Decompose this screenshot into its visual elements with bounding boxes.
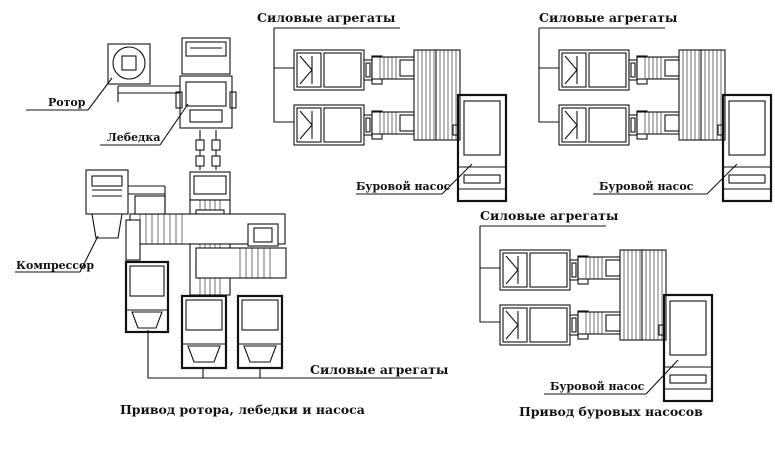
left-power-unit-3: [236, 294, 284, 370]
pump-scheme-2: Силовые агрегаты Буровой насос: [538, 10, 773, 203]
pump-scheme-1: Силовые агрегаты Буровой насос: [257, 10, 508, 203]
rotor-label: Ротор: [48, 96, 86, 109]
pump1-label: Буровой насос: [356, 180, 451, 193]
right-caption: Привод буровых насосов: [519, 404, 703, 419]
left-power-unit-2: [180, 294, 228, 370]
left-caption: Привод ротора, лебедки и насоса: [120, 402, 365, 417]
left-power-unit-1: [124, 260, 170, 334]
compressor-label: Компрессор: [16, 259, 94, 272]
pump3-power-units-label: Силовые агрегаты: [480, 208, 619, 223]
winch-drawing: [175, 37, 237, 170]
compressor-drawing: [85, 169, 166, 261]
pump3-label: Буровой насос: [550, 380, 645, 393]
pump1-power-units-label: Силовые агрегаты: [257, 10, 396, 25]
pump2-label: Буровой насос: [599, 180, 694, 193]
left-power-units-label: Силовые агрегаты: [310, 362, 449, 377]
pump2-power-units-label: Силовые агрегаты: [539, 10, 678, 25]
rotor-drawing: [107, 43, 185, 102]
pump-scheme-3: Силовые агрегаты Буровой насос: [479, 208, 714, 403]
winch-label: Лебедка: [107, 131, 160, 144]
compound-transmission: [129, 195, 287, 279]
left-scheme: Ротор Лебедка Компрессор Силовые агрегат…: [15, 37, 449, 417]
